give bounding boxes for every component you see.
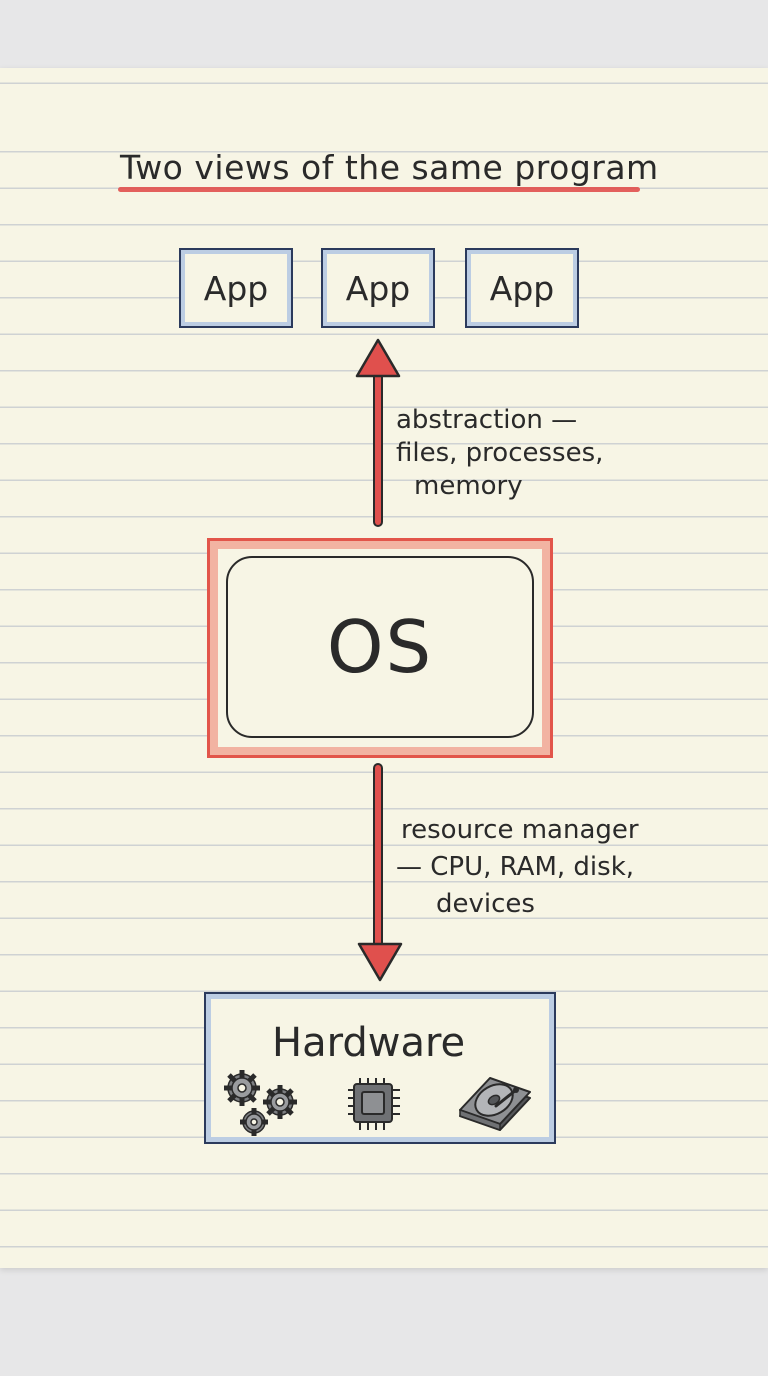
resource-label-line3: devices xyxy=(436,889,535,919)
abstraction-label-line1: abstraction — xyxy=(396,405,578,435)
resource-label-line2: — CPU, RAM, disk, xyxy=(396,852,635,882)
cpu-chip-icon xyxy=(348,1078,400,1130)
gears-icon xyxy=(224,1070,297,1136)
hard-disk-icon xyxy=(459,1077,531,1132)
os-box: OS xyxy=(226,556,534,738)
resource-label-line1: resource manager xyxy=(401,815,639,845)
app-box-1: App xyxy=(179,248,293,328)
abstraction-label-line3: memory xyxy=(414,471,523,501)
app-box-2: App xyxy=(321,248,435,328)
title-underline xyxy=(118,187,640,192)
abstraction-label-line2: files, processes, xyxy=(396,438,604,468)
hardware-label: Hardware xyxy=(272,1020,466,1066)
diagram-title: Two views of the same program xyxy=(120,148,659,187)
app-box-3: App xyxy=(465,248,579,328)
